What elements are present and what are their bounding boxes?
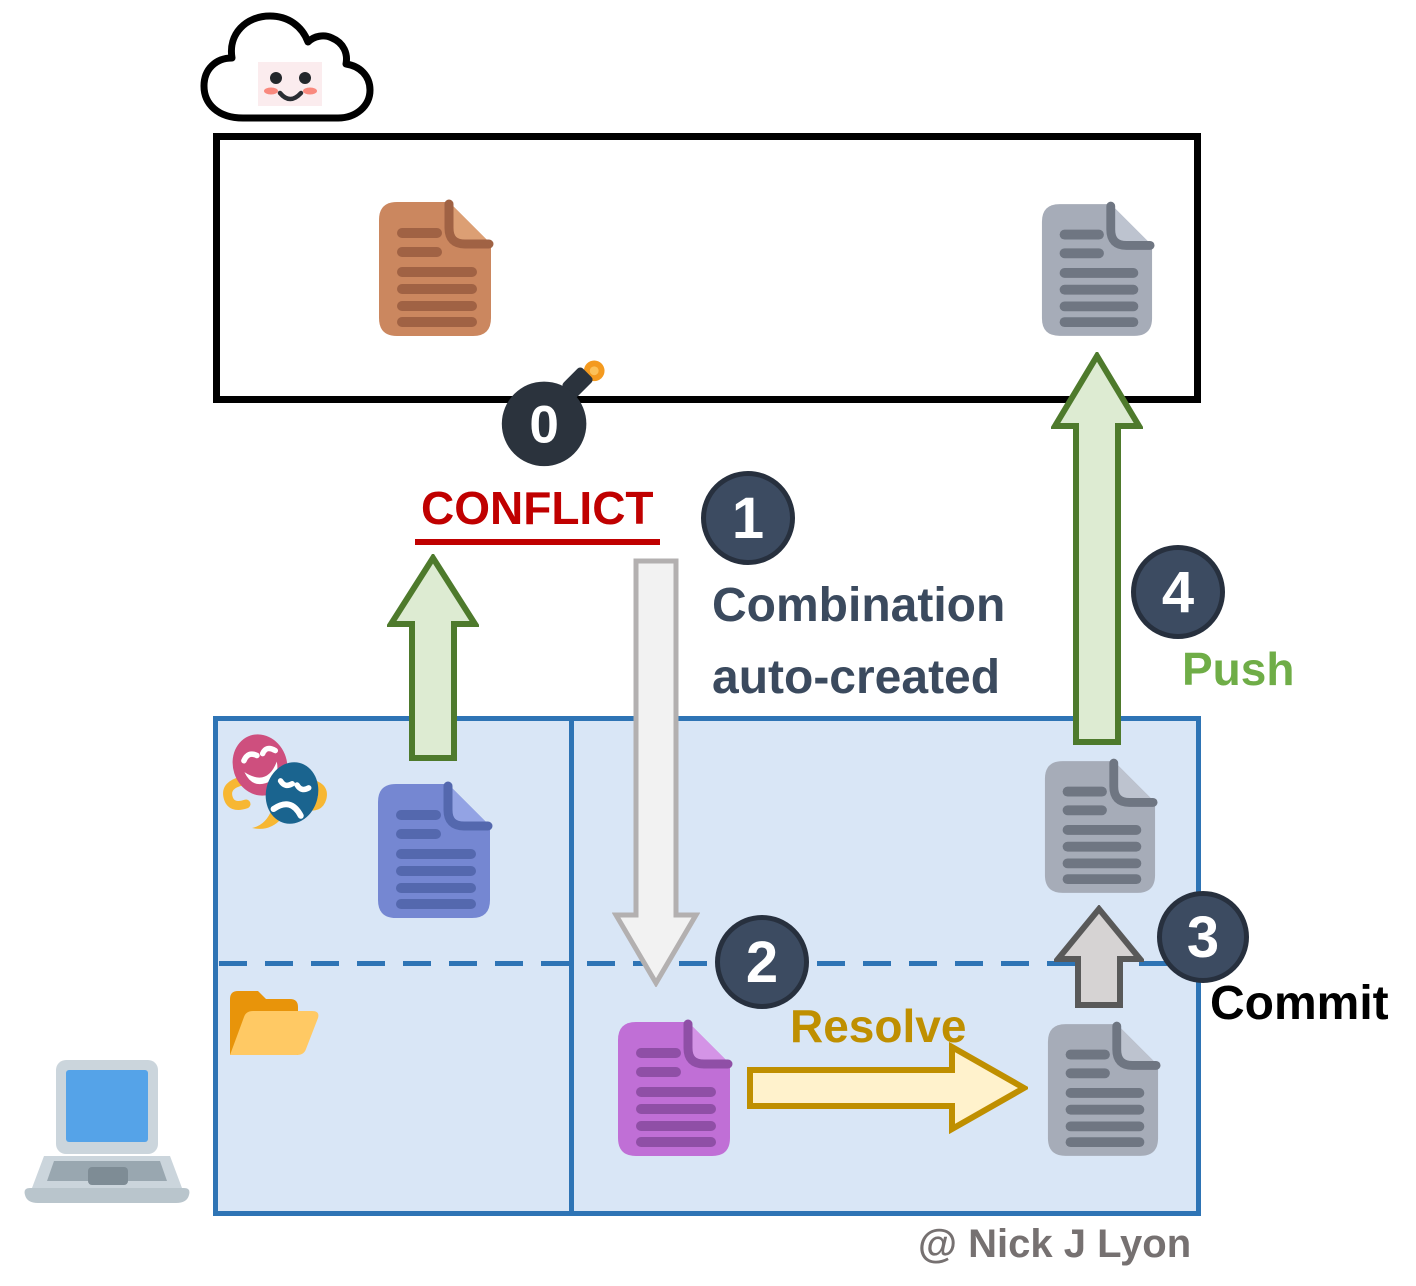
step-badge-2: 2 [715,915,809,1009]
step-number-1: 1 [731,485,765,551]
commit-label: Commit [1210,977,1389,1030]
resolve-label: Resolve [790,1000,967,1052]
folder-icon [230,991,319,1055]
commit-up-arrow [1054,905,1144,1008]
push-up-arrow [1051,352,1143,745]
merge-down-arrow [612,558,700,987]
resolved-document-icon [1047,1021,1161,1156]
attribution-text: @ Nick J Lyon [918,1222,1192,1266]
remote-repository-box [213,133,1201,403]
step-badge-1: 1 [701,471,795,565]
cloud-icon [200,12,374,122]
step-number-2: 2 [745,929,779,995]
combination-label: Combination auto-created [712,570,1005,714]
local-document-icon [378,781,493,918]
resolve-right-arrow [747,1042,1028,1134]
step-number-3: 3 [1186,904,1220,970]
push-label: Push [1182,643,1295,695]
step-number-0: 0 [529,396,559,455]
step-number-4: 4 [1161,559,1195,625]
combination-label-line1: Combination [712,579,1006,632]
remote-document-icon [379,199,494,336]
pushed-document-icon [1041,201,1155,336]
staging-dashed-line [219,961,1196,966]
laptop-icon [24,1060,190,1203]
step-badge-3: 3 [1157,891,1249,983]
conflict-label: CONFLICT [415,481,660,545]
bomb-icon: 0 [501,360,605,467]
conflict-up-arrow [387,554,479,761]
theater-masks-icon [223,734,327,829]
local-box-divider [569,716,574,1216]
combination-label-line2: auto-created [712,651,1001,704]
conflicted-document-icon [618,1019,733,1156]
step-badge-4: 4 [1131,545,1225,639]
committed-document-icon [1044,758,1158,893]
